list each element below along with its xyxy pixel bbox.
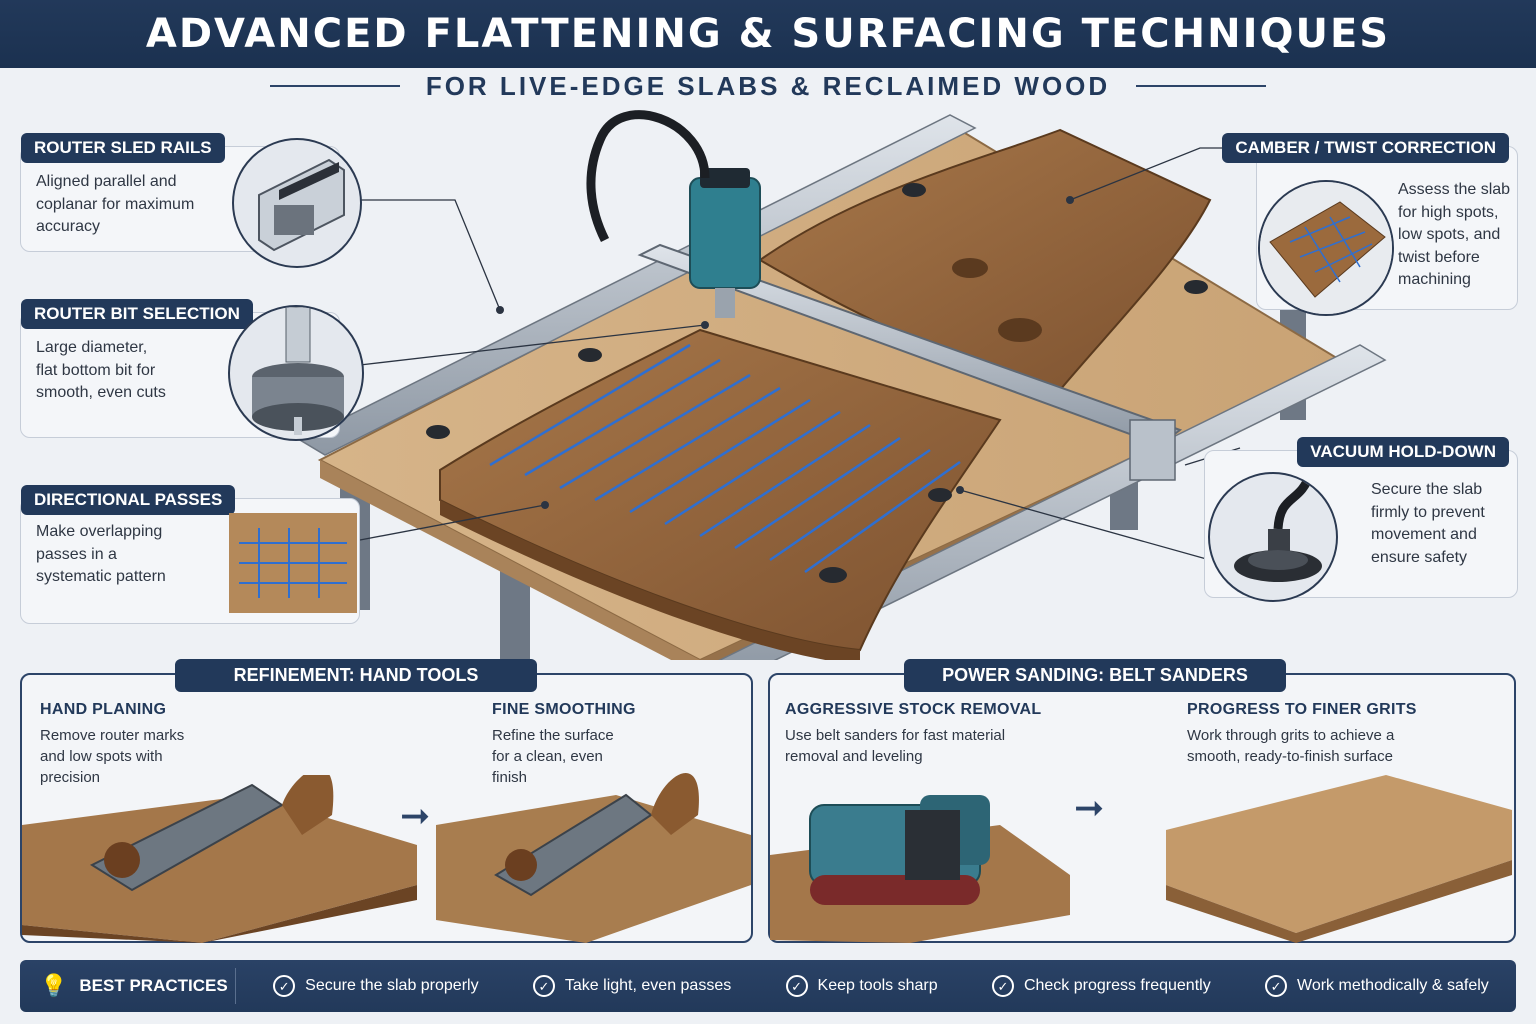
- router-bit-image: [228, 305, 364, 441]
- callout-title: CAMBER / TWIST CORRECTION: [1222, 133, 1509, 163]
- callout-directional-passes: DIRECTIONAL PASSES Make overlapping pass…: [20, 485, 360, 624]
- subtitle-divider-left: [269, 85, 400, 87]
- best-practice-item: ✓ Take light, even passes: [532, 975, 732, 997]
- panel-title: REFINEMENT: HAND TOOLS: [175, 659, 537, 692]
- callout-text: Aligned parallel and coplanar for maximu…: [36, 173, 195, 235]
- step-title-finer-grits: PROGRESS TO FINER GRITS: [1187, 701, 1417, 718]
- callout-title: ROUTER SLED RAILS: [21, 133, 225, 163]
- hand-plane-image: [22, 775, 417, 943]
- callout-text: Large diameter, flat bottom bit for smoo…: [36, 339, 166, 401]
- pass-arrows: [489, 343, 961, 574]
- callout-title: DIRECTIONAL PASSES: [21, 485, 236, 515]
- best-practices-header: 💡 BEST PRACTICES: [20, 968, 236, 1004]
- callout-text: Secure the slab firmly to prevent moveme…: [1371, 481, 1485, 566]
- smoothing-plane-image: [436, 773, 751, 943]
- callout-text: Make overlapping passes in a systematic …: [36, 523, 166, 585]
- check-circle-icon: ✓: [785, 975, 808, 997]
- step-title-stock-removal: AGGRESSIVE STOCK REMOVAL: [785, 701, 1042, 718]
- step-title-hand-planing: HAND PLANING: [40, 701, 167, 718]
- panel-title: POWER SANDING: BELT SANDERS: [904, 659, 1286, 692]
- panel-hand-tools: REFINEMENT: HAND TOOLS HAND PLANING Remo…: [20, 659, 753, 943]
- best-practice-text: Work methodically & safely: [1297, 977, 1489, 994]
- best-practices-bar: 💡 BEST PRACTICES ✓ Secure the slab prope…: [20, 960, 1516, 1012]
- best-practice-text: Check progress frequently: [1023, 977, 1211, 994]
- page-title: ADVANCED FLATTENING & SURFACING TECHNIQU…: [145, 11, 1391, 57]
- best-practice-item: ✓ Check progress frequently: [991, 975, 1211, 997]
- router: [586, 110, 761, 318]
- check-circle-icon: ✓: [991, 975, 1014, 997]
- step-desc-fine-smoothing: Refine the surface for a clean, even fin…: [492, 727, 614, 786]
- page-subtitle: FOR LIVE-EDGE SLABS & RECLAIMED WOOD: [425, 70, 1111, 101]
- best-practice-item: ✓ Keep tools sharp: [785, 975, 938, 997]
- step-desc-stock-removal: Use belt sanders for fast material remov…: [785, 727, 1006, 765]
- check-circle-icon: ✓: [273, 975, 296, 997]
- step-desc-hand-planing: Remove router marks and low spots with p…: [40, 727, 185, 786]
- vacuum-cups: [426, 183, 1208, 583]
- check-circle-icon: ✓: [532, 975, 555, 997]
- router-sled-illustration: [298, 110, 1387, 660]
- best-practice-text: Secure the slab properly: [305, 977, 479, 994]
- gantry-beam: [637, 243, 1183, 447]
- check-circle-icon: ✓: [1265, 975, 1288, 997]
- callout-text: Assess the slab for high spots, low spot…: [1398, 181, 1511, 288]
- header-bar: ADVANCED FLATTENING & SURFACING TECHNIQU…: [0, 0, 1536, 68]
- arrow-right-icon: ➞: [1074, 787, 1105, 828]
- rail-profile-image: [232, 138, 362, 268]
- step-desc-finer-grits: Work through grits to achieve a smooth, …: [1187, 727, 1395, 765]
- best-practice-item: ✓ Secure the slab properly: [273, 975, 479, 997]
- panel-power-sanding: POWER SANDING: BELT SANDERS AGGRESSIVE S…: [768, 659, 1516, 943]
- lightbulb-icon: 💡: [40, 973, 68, 998]
- callout-title: ROUTER BIT SELECTION: [21, 299, 253, 329]
- finished-slab-image: [1166, 775, 1512, 943]
- subtitle-row: FOR LIVE-EDGE SLABS & RECLAIMED WOOD: [0, 68, 1536, 104]
- arrow-right-icon: ➞: [400, 795, 431, 836]
- belt-sander-image: [770, 795, 1070, 943]
- callout-title: VACUUM HOLD-DOWN: [1297, 437, 1509, 467]
- twist-assessment-image: [1258, 180, 1394, 316]
- best-practice-item: ✓ Work methodically & safely: [1265, 975, 1489, 997]
- best-practice-text: Keep tools sharp: [817, 977, 938, 994]
- vacuum-cup-image: [1208, 472, 1338, 602]
- subtitle-divider-right: [1136, 85, 1267, 87]
- passes-grid-image: [229, 513, 357, 613]
- best-practices-label: BEST PRACTICES: [79, 976, 228, 995]
- step-title-fine-smoothing: FINE SMOOTHING: [492, 701, 636, 718]
- best-practice-text: Take light, even passes: [564, 977, 732, 994]
